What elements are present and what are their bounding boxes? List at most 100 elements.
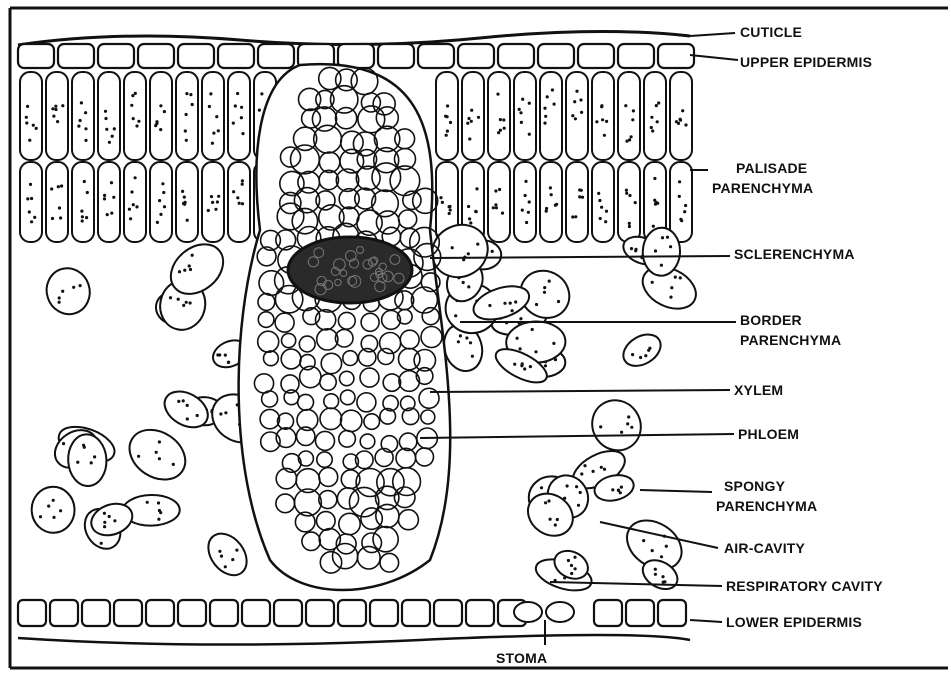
chloroplast-dot bbox=[498, 188, 501, 191]
chloroplast-dot bbox=[84, 127, 87, 130]
chloroplast-dot bbox=[137, 455, 140, 458]
chloroplast-dot bbox=[28, 210, 31, 213]
chloroplast-dot bbox=[163, 205, 166, 208]
epidermis-cell bbox=[594, 600, 622, 626]
palisade-cell bbox=[20, 162, 42, 242]
chloroplast-dot bbox=[439, 196, 442, 199]
chloroplast-dot bbox=[626, 422, 629, 425]
chloroplast-dot bbox=[656, 120, 659, 123]
chloroplast-dot bbox=[113, 127, 116, 130]
chloroplast-dot bbox=[61, 104, 64, 107]
chloroplast-dot bbox=[543, 286, 546, 289]
chloroplast-dot bbox=[475, 187, 478, 190]
chloroplast-dot bbox=[185, 92, 188, 95]
chloroplast-dot bbox=[446, 115, 449, 118]
chloroplast-dot bbox=[677, 122, 680, 125]
chloroplast-dot bbox=[108, 141, 111, 144]
chloroplast-dot bbox=[580, 111, 583, 114]
chloroplast-dot bbox=[231, 558, 234, 561]
chloroplast-dot bbox=[457, 340, 460, 343]
chloroplast-dot bbox=[625, 140, 628, 143]
chloroplast-dot bbox=[566, 484, 569, 487]
chloroplast-dot bbox=[241, 132, 244, 135]
chloroplast-dot bbox=[83, 180, 86, 183]
chloroplast-dot bbox=[631, 353, 634, 356]
chloroplast-dot bbox=[502, 118, 505, 121]
chloroplast-dot bbox=[185, 139, 188, 142]
chloroplast-dot bbox=[103, 525, 106, 528]
chloroplast-dot bbox=[653, 177, 656, 180]
chloroplast-dot bbox=[625, 189, 628, 192]
chloroplast-dot bbox=[186, 219, 189, 222]
chloroplast-dot bbox=[58, 301, 61, 304]
epidermis-cell bbox=[658, 600, 686, 626]
chloroplast-dot bbox=[620, 486, 623, 489]
lower-epidermis-text: LOWER EPIDERMIS bbox=[726, 614, 862, 630]
chloroplast-dot bbox=[103, 512, 106, 515]
chloroplast-dot bbox=[678, 180, 681, 183]
epidermis-cell bbox=[538, 44, 574, 68]
chloroplast-dot bbox=[639, 356, 642, 359]
chloroplast-dot bbox=[159, 213, 162, 216]
palisade-cell bbox=[670, 72, 692, 160]
lower-cuticle bbox=[18, 635, 690, 645]
palisade-text-line2: PARENCHYMA bbox=[712, 180, 813, 196]
chloroplast-dot bbox=[50, 187, 53, 190]
chloroplast-dot bbox=[52, 516, 55, 519]
epidermis-cell bbox=[498, 44, 534, 68]
chloroplast-dot bbox=[54, 105, 57, 108]
chloroplast-dot bbox=[132, 203, 135, 206]
spongy-cell bbox=[31, 486, 76, 534]
chloroplast-dot bbox=[100, 542, 103, 545]
chloroplast-dot bbox=[574, 215, 577, 218]
chloroplast-dot bbox=[583, 464, 586, 467]
palisade-cell bbox=[618, 72, 640, 160]
chloroplast-dot bbox=[105, 128, 108, 131]
chloroplast-dot bbox=[72, 286, 75, 289]
chloroplast-dot bbox=[577, 504, 580, 507]
chloroplast-dot bbox=[146, 501, 149, 504]
chloroplast-dot bbox=[624, 104, 627, 107]
chloroplast-dot bbox=[30, 220, 33, 223]
chloroplast-dot bbox=[503, 302, 506, 305]
upper-epidermis-text: UPPER EPIDERMIS bbox=[740, 54, 872, 70]
chloroplast-dot bbox=[528, 133, 531, 136]
epidermis-cell bbox=[58, 44, 94, 68]
chloroplast-dot bbox=[159, 128, 162, 131]
chloroplast-dot bbox=[551, 88, 554, 91]
chloroplast-dot bbox=[191, 254, 194, 257]
chloroplast-dot bbox=[600, 206, 603, 209]
chloroplast-dot bbox=[476, 243, 479, 246]
chloroplast-dot bbox=[521, 209, 524, 212]
chloroplast-dot bbox=[58, 296, 61, 299]
chloroplast-dot bbox=[651, 129, 654, 132]
chloroplast-dot bbox=[630, 247, 633, 250]
chloroplast-dot bbox=[661, 575, 664, 578]
chloroplast-dot bbox=[224, 565, 227, 568]
chloroplast-dot bbox=[666, 236, 669, 239]
chloroplast-dot bbox=[227, 361, 230, 364]
palisade-cell bbox=[124, 72, 146, 160]
chloroplast-dot bbox=[25, 121, 28, 124]
chloroplast-dot bbox=[241, 183, 244, 186]
chloroplast-dot bbox=[554, 523, 557, 526]
chloroplast-dot bbox=[488, 304, 491, 307]
border-parenchyma-label: BORDER PARENCHYMA bbox=[740, 312, 841, 348]
chloroplast-dot bbox=[90, 461, 93, 464]
chloroplast-dot bbox=[567, 559, 570, 562]
chloroplast-dot bbox=[178, 270, 181, 273]
chloroplast-dot bbox=[655, 104, 658, 107]
chloroplast-dot bbox=[154, 124, 157, 127]
chloroplast-dot bbox=[601, 118, 604, 121]
epidermis-cell bbox=[466, 600, 494, 626]
chloroplast-dot bbox=[448, 212, 451, 215]
spongy-cell bbox=[158, 384, 214, 434]
chloroplast-dot bbox=[654, 249, 657, 252]
chloroplast-dot bbox=[156, 221, 159, 224]
chloroplast-dot bbox=[669, 245, 672, 248]
chloroplast-dot bbox=[30, 197, 33, 200]
chloroplast-dot bbox=[445, 134, 448, 137]
chloroplast-dot bbox=[592, 470, 595, 473]
epidermis-cell bbox=[306, 600, 334, 626]
chloroplast-dot bbox=[580, 472, 583, 475]
